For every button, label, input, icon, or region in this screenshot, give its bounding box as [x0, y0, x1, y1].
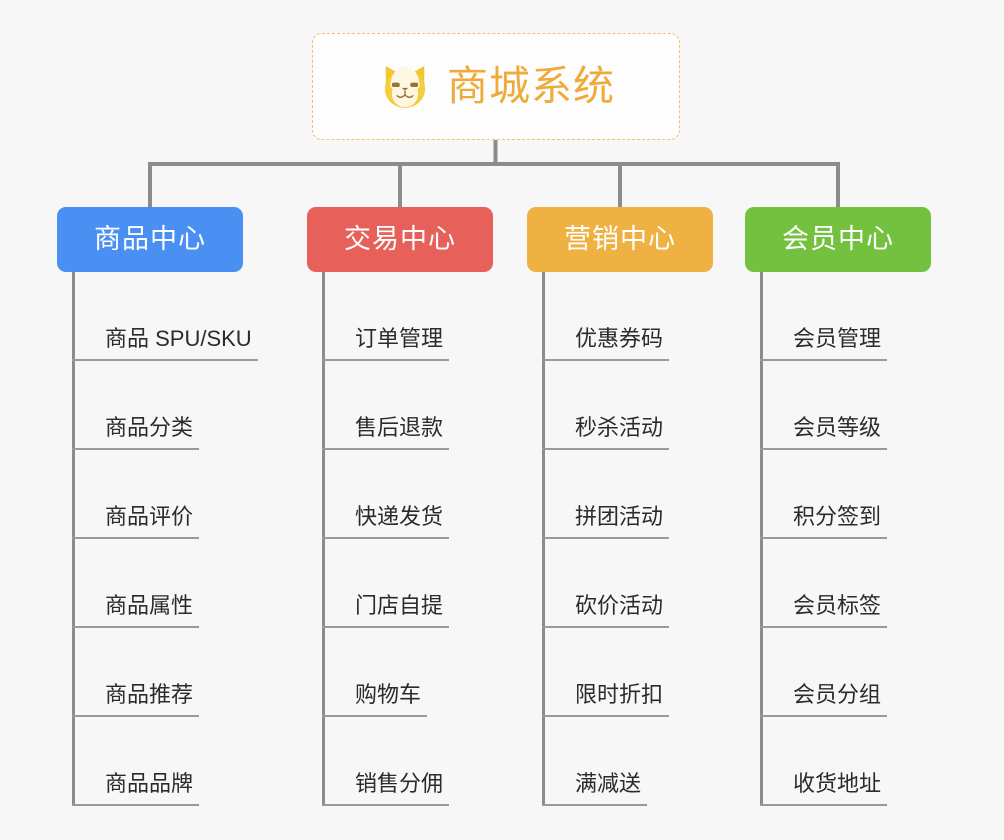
leaf-item[interactable]: 优惠券码: [542, 272, 742, 361]
leaf-item[interactable]: 快递发货: [322, 450, 522, 539]
leaf-item-label: 商品推荐: [72, 684, 200, 717]
leaf-item[interactable]: 会员分组: [760, 628, 960, 717]
leaf-item-label: 积分签到: [760, 506, 888, 539]
leaf-item[interactable]: 商品评价: [72, 450, 272, 539]
leaf-item-label: 限时折扣: [542, 684, 670, 717]
leaf-item-label: 拼团活动: [542, 506, 670, 539]
leaf-item-label: 商品 SPU/SKU: [72, 328, 258, 361]
leaf-item-label: 会员标签: [760, 595, 888, 628]
leaf-item-label: 售后退款: [322, 417, 450, 450]
root-node[interactable]: 商城系统: [312, 33, 680, 140]
leaf-item[interactable]: 商品分类: [72, 361, 272, 450]
leaf-item[interactable]: 商品推荐: [72, 628, 272, 717]
leaf-item-label: 商品分类: [72, 417, 200, 450]
leaf-item[interactable]: 拼团活动: [542, 450, 742, 539]
leaf-item-label: 商品评价: [72, 506, 200, 539]
leaf-item[interactable]: 购物车: [322, 628, 522, 717]
leaf-item-label: 满减送: [542, 773, 648, 806]
category-box-2[interactable]: 交易中心: [307, 207, 493, 272]
leaf-item-label: 优惠券码: [542, 328, 670, 361]
category-box-4[interactable]: 会员中心: [745, 207, 931, 272]
leaf-item-label: 购物车: [322, 684, 428, 717]
leaf-item[interactable]: 会员标签: [760, 539, 960, 628]
category-label: 商品中心: [94, 224, 206, 254]
root-title: 商城系统: [447, 63, 615, 109]
category-label: 营销中心: [564, 224, 676, 254]
leaf-item[interactable]: 商品 SPU/SKU: [72, 272, 272, 361]
leaf-column-4: 会员管理会员等级积分签到会员标签会员分组收货地址: [760, 272, 960, 806]
leaf-item[interactable]: 商品属性: [72, 539, 272, 628]
leaf-item[interactable]: 售后退款: [322, 361, 522, 450]
category-box-1[interactable]: 商品中心: [57, 207, 243, 272]
leaf-item-label: 会员管理: [760, 328, 888, 361]
leaf-item[interactable]: 门店自提: [322, 539, 522, 628]
leaf-item[interactable]: 秒杀活动: [542, 361, 742, 450]
category-label: 交易中心: [344, 224, 456, 254]
leaf-item[interactable]: 订单管理: [322, 272, 522, 361]
leaf-item-label: 收货地址: [760, 773, 888, 806]
shiba-dog-face-icon: [384, 65, 426, 108]
leaf-item[interactable]: 销售分佣: [322, 717, 522, 806]
leaf-item[interactable]: 限时折扣: [542, 628, 742, 717]
leaf-item[interactable]: 会员管理: [760, 272, 960, 361]
leaf-column-3: 优惠券码秒杀活动拼团活动砍价活动限时折扣满减送: [542, 272, 742, 806]
leaf-item[interactable]: 砍价活动: [542, 539, 742, 628]
leaf-column-1: 商品 SPU/SKU 商品分类商品评价商品属性商品推荐商品品牌: [72, 272, 272, 806]
category-label: 会员中心: [782, 224, 894, 254]
leaf-item-label: 会员等级: [760, 417, 888, 450]
leaf-item[interactable]: 积分签到: [760, 450, 960, 539]
leaf-item-label: 销售分佣: [322, 773, 450, 806]
leaf-item[interactable]: 商品品牌: [72, 717, 272, 806]
leaf-item[interactable]: 会员等级: [760, 361, 960, 450]
leaf-item-label: 订单管理: [322, 328, 450, 361]
leaf-item-label: 秒杀活动: [542, 417, 670, 450]
leaf-item[interactable]: 满减送: [542, 717, 742, 806]
leaf-item[interactable]: 收货地址: [760, 717, 960, 806]
leaf-item-label: 砍价活动: [542, 595, 670, 628]
leaf-item-label: 门店自提: [322, 595, 450, 628]
leaf-item-label: 会员分组: [760, 684, 888, 717]
category-box-3[interactable]: 营销中心: [527, 207, 713, 272]
leaf-item-label: 快递发货: [322, 506, 450, 539]
leaf-item-label: 商品属性: [72, 595, 200, 628]
leaf-item-label: 商品品牌: [72, 773, 200, 806]
leaf-column-2: 订单管理售后退款快递发货门店自提购物车销售分佣: [322, 272, 522, 806]
